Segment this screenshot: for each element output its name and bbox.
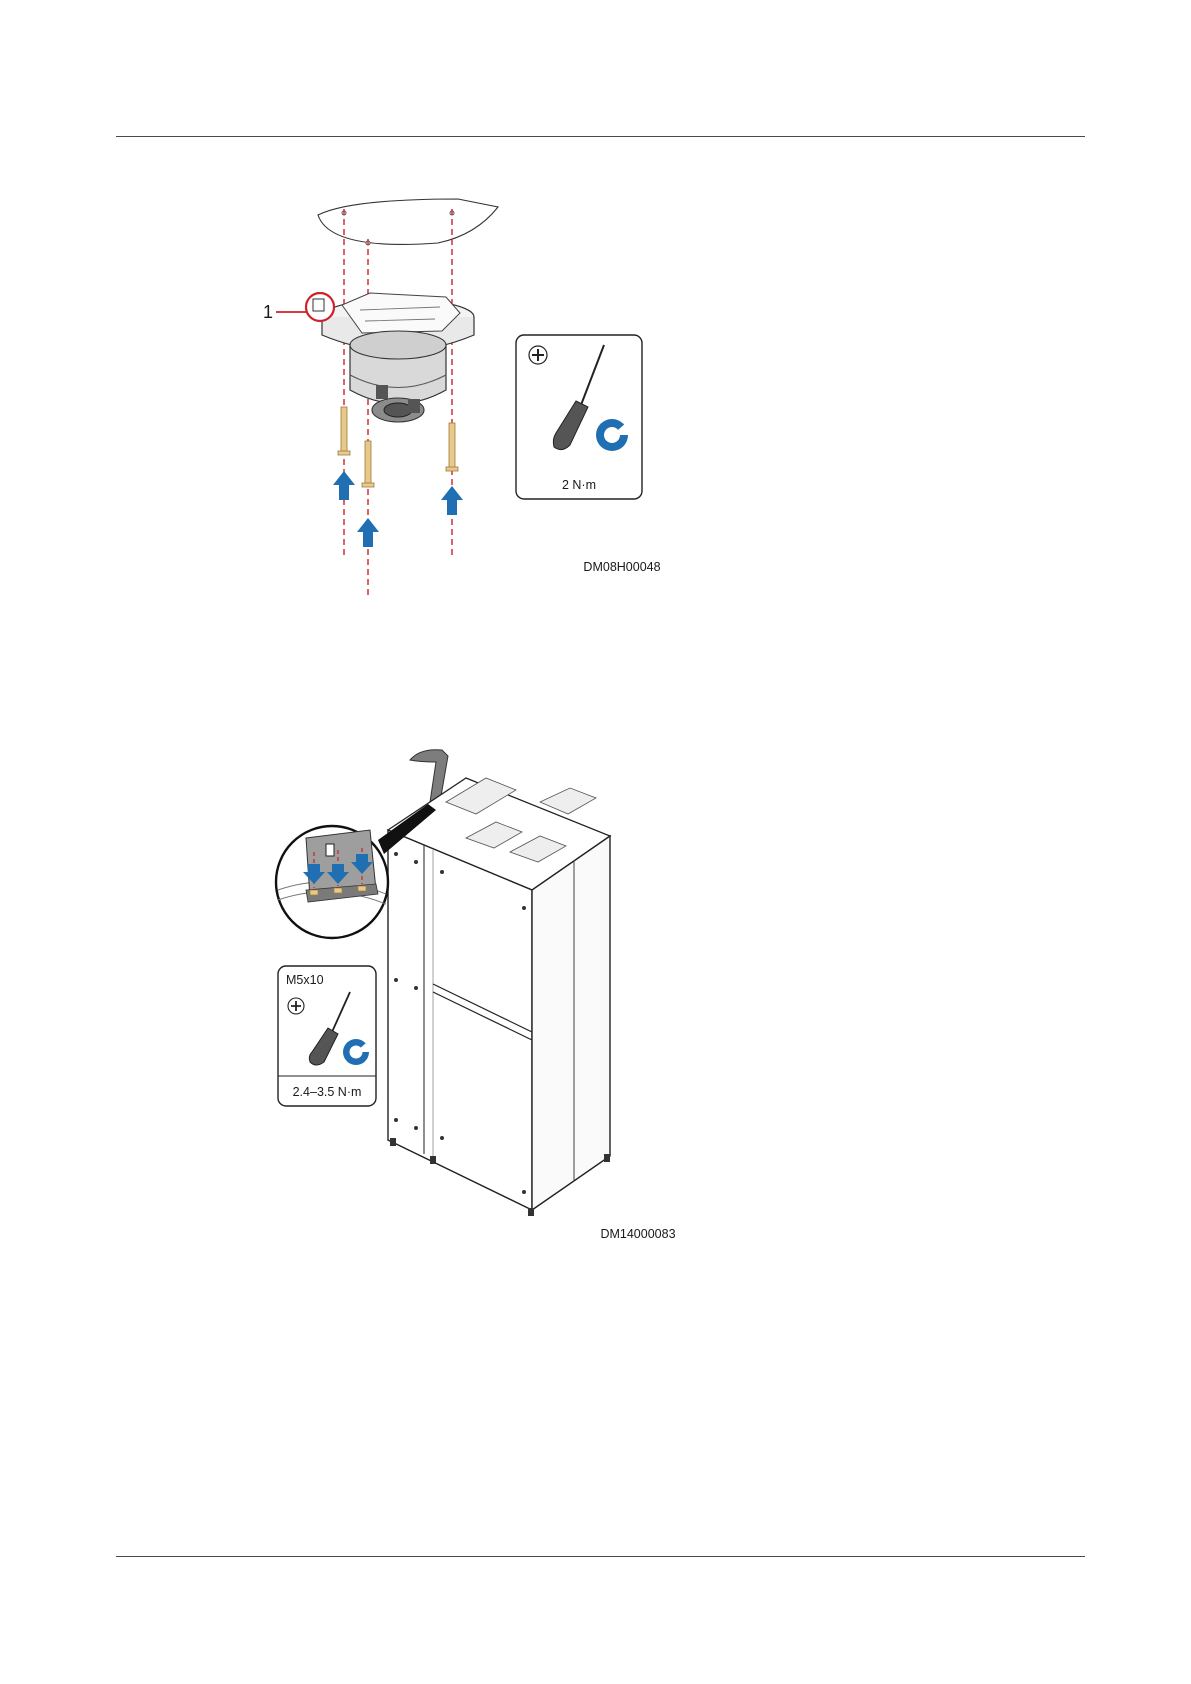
up-arrow-icon xyxy=(441,486,463,515)
detail-magnifier xyxy=(276,826,388,938)
torque-label: 2.4–3.5 N·m xyxy=(293,1085,362,1099)
phillips-head-icon xyxy=(288,998,304,1014)
figure-cabinet-bracket: M5x10 2.4–3.5 N·m DM14000083 xyxy=(270,740,690,1250)
figure-camera-mount: 1 xyxy=(270,195,650,595)
callout-number: 1 xyxy=(263,302,273,322)
camera-mount-illustration: 1 xyxy=(270,195,650,595)
up-arrow-icon xyxy=(357,518,379,547)
screw xyxy=(338,407,350,455)
screw xyxy=(362,441,374,487)
up-arrow-icon xyxy=(333,471,355,500)
header-rule xyxy=(116,136,1085,137)
phillips-head-icon xyxy=(529,346,547,364)
footer-rule xyxy=(116,1556,1085,1557)
screw-spec-label: M5x10 xyxy=(286,973,324,987)
cabinet-illustration: M5x10 2.4–3.5 N·m DM14000083 xyxy=(270,740,690,1250)
figure-id: DM08H00048 xyxy=(583,560,660,574)
figure-id: DM14000083 xyxy=(600,1227,675,1241)
torque-label: 2 N·m xyxy=(562,478,596,492)
cabinet-front xyxy=(388,830,532,1210)
ceiling-plate xyxy=(318,199,498,244)
screw xyxy=(446,423,458,471)
cabinet-side xyxy=(532,836,610,1210)
